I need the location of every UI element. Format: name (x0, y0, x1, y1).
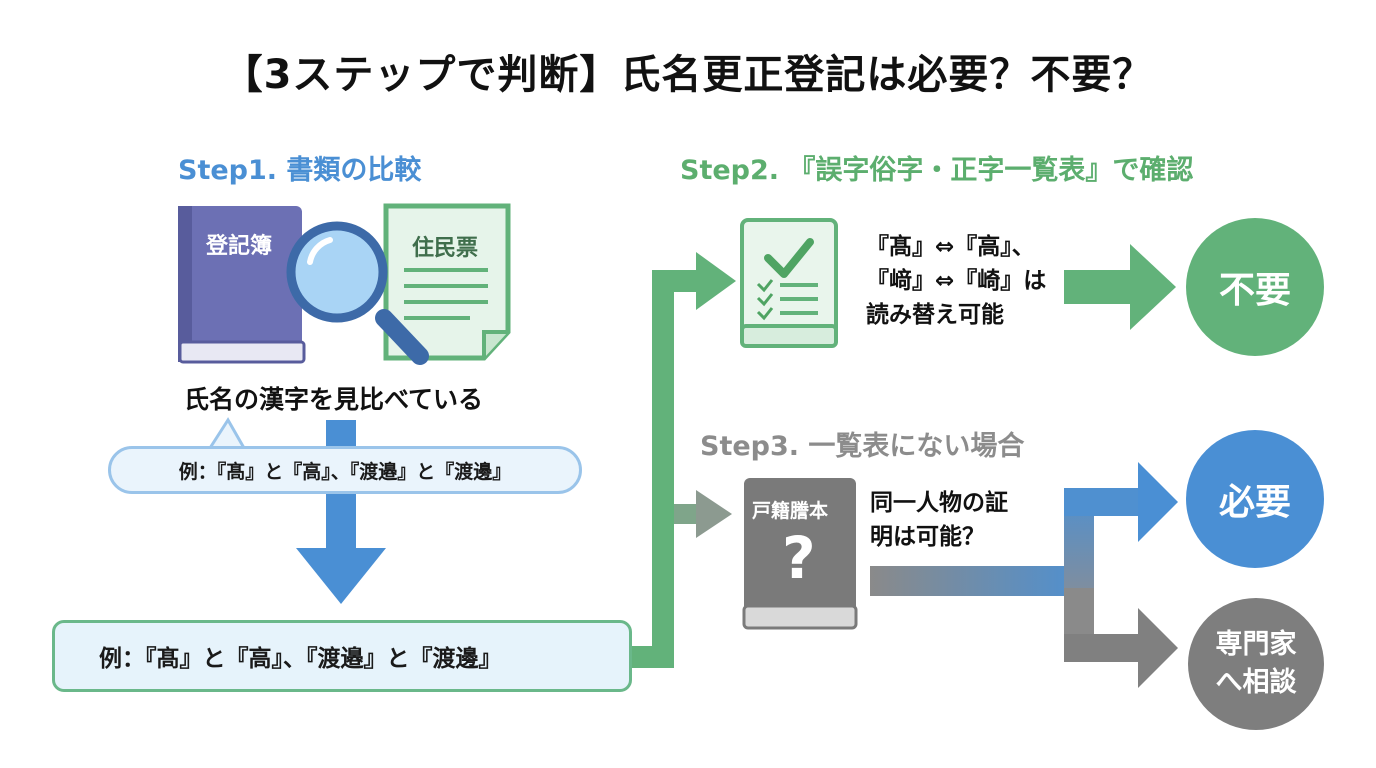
rule-line: 『﨑』⇔『崎』は (866, 268, 1047, 294)
step1-heading: Step1. 書類の比較 (178, 155, 422, 186)
registry-book-icon (178, 206, 306, 364)
magnifying-glass-icon (286, 221, 429, 365)
result-consult-label: 専門家 へ相談 (1215, 629, 1297, 698)
step3-heading: Step3. 一覧表にない場合 (700, 431, 1025, 462)
green-connector-arrow (632, 252, 736, 668)
step3-branch-arrows (870, 462, 1178, 688)
family-register-label: 戸籍謄本 (752, 500, 829, 522)
step2-heading: Step2. 『誤字俗字・正字一覧表』で確認 (680, 155, 1194, 186)
proof-line: 明は可能？ (870, 524, 985, 550)
resident-card-label: 住民票 (412, 236, 479, 261)
family-register-book-icon (742, 478, 858, 630)
result-necessary-label: 必要 (1218, 482, 1291, 523)
reading-rule-text: 『髙』⇔『高』、 『﨑』⇔『崎』は 読み替え可能 (866, 230, 1046, 332)
example-bubble-text: 例：『髙』と『高』、『渡邉』と『渡邊』 (178, 460, 512, 483)
example-box: 例：『髙』と『高』、『渡邉』と『渡邊』 (52, 620, 632, 692)
question-mark-icon: ? (782, 524, 816, 592)
rule-line: 読み替え可能 (866, 302, 1004, 328)
result-consult-expert: 専門家 へ相談 (1188, 598, 1324, 730)
checklist-icon (740, 218, 838, 348)
result-necessary: 必要 (1186, 430, 1324, 568)
example-box-text: 例：『髙』と『高』、『渡邉』と『渡邊』 (99, 646, 502, 672)
example-bubble: 例：『髙』と『高』、『渡邉』と『渡邊』 (108, 446, 582, 494)
step2-result-arrow (1064, 244, 1176, 330)
proof-line: 同一人物の証 (870, 490, 1008, 516)
result-unnecessary-label: 不要 (1218, 270, 1291, 311)
compare-caption: 氏名の漢字を見比べている (184, 385, 484, 414)
resident-card-icon (383, 203, 511, 361)
page-title: 【3ステップで判断】氏名更正登記は必要？不要？ (222, 52, 1154, 98)
result-unnecessary: 不要 (1186, 218, 1324, 356)
registry-book-label: 登記簿 (206, 234, 273, 259)
rule-line: 『髙』⇔『高』、 (866, 234, 1035, 260)
identity-proof-question: 同一人物の証 明は可能？ (870, 486, 1008, 554)
